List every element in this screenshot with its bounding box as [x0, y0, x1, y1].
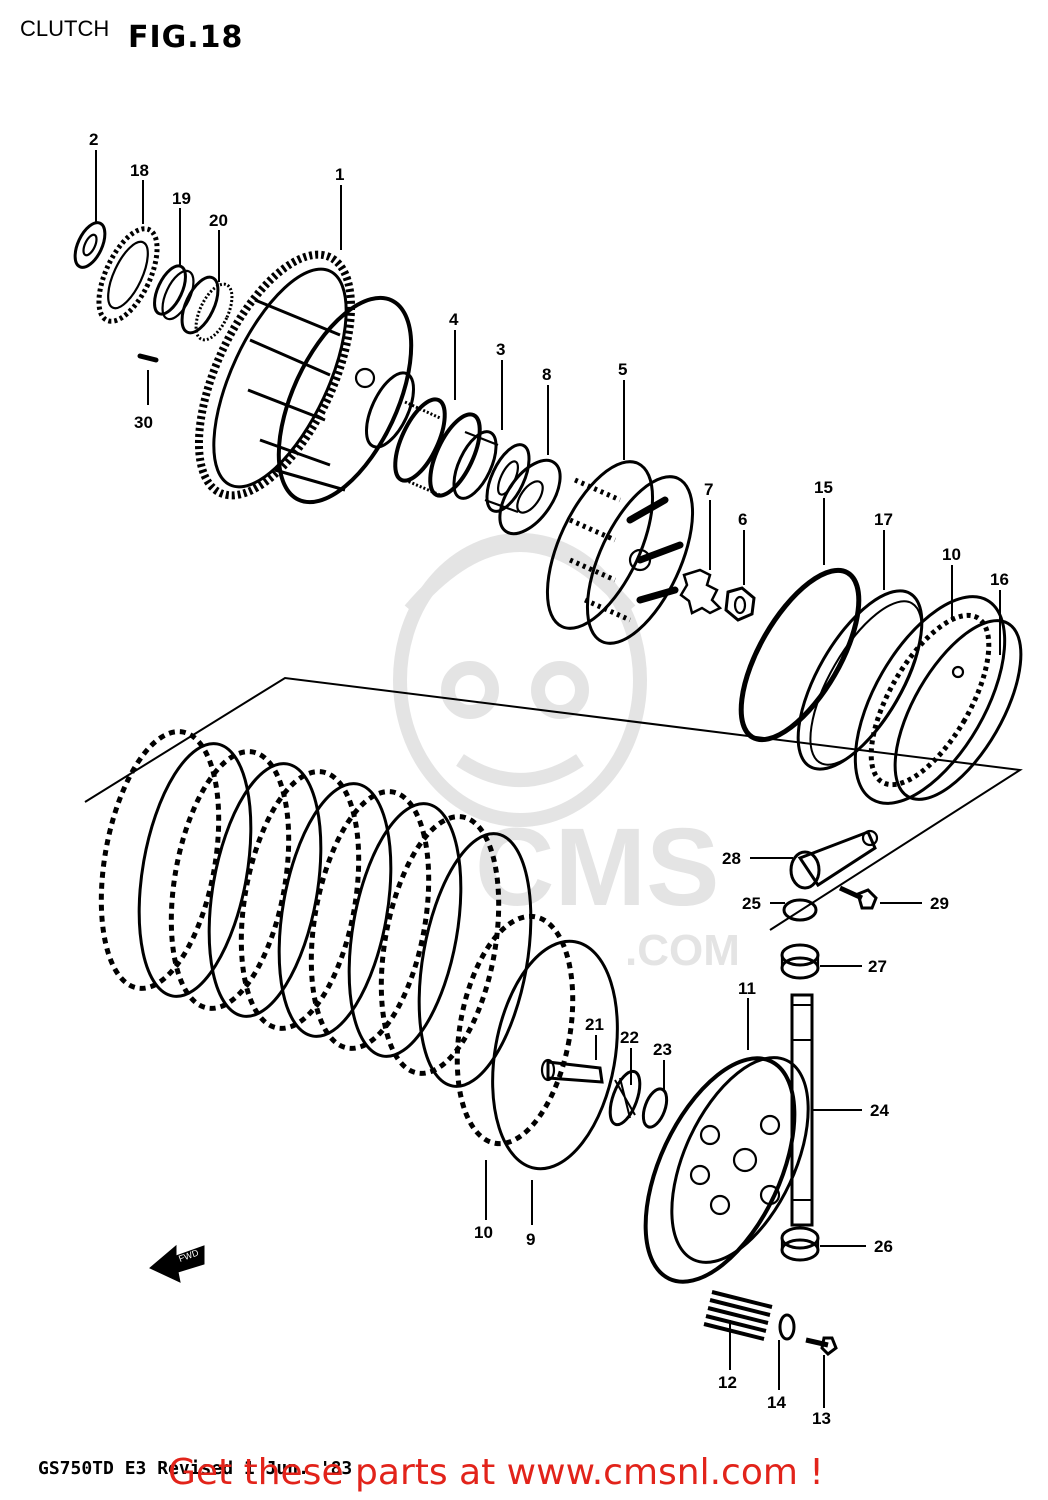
callout-14: 14: [767, 1393, 786, 1412]
part-25-bush: [782, 898, 818, 922]
callout-10-bottom: 10: [474, 1223, 493, 1242]
callout-1: 1: [335, 165, 344, 184]
callout-21: 21: [585, 1015, 604, 1034]
callout-11: 11: [738, 979, 756, 998]
parts-link-banner[interactable]: Get these parts at www.cmsnl.com !: [168, 1452, 824, 1493]
callout-22: 22: [620, 1028, 639, 1047]
callout-29: 29: [930, 894, 949, 913]
part-20-needle-bearing: [180, 275, 234, 342]
part-27-oil-seal: [780, 943, 820, 980]
part-11-pressure-plate: [643, 1056, 810, 1284]
part-26-oil-seal: [780, 1226, 820, 1262]
callout-10-top: 10: [942, 545, 961, 564]
part-28-release-arm: [789, 829, 879, 890]
part-4-needle-bearing: [393, 397, 482, 498]
part-6-nut: [724, 586, 756, 622]
callout-6: 6: [738, 510, 747, 529]
callout-13: 13: [812, 1409, 831, 1428]
part-16-judder-spring: [893, 619, 1023, 801]
callout-30: 30: [134, 413, 153, 432]
callout-17: 17: [874, 510, 893, 529]
callout-12: 12: [718, 1373, 737, 1392]
part-19-spacer: [153, 264, 195, 321]
callout-24: 24: [870, 1101, 889, 1120]
callout-23: 23: [653, 1040, 672, 1059]
leader-lines: [95, 150, 1001, 1408]
part-17-spring-seat: [796, 589, 924, 771]
callout-25: 25: [742, 894, 761, 913]
part-1-clutch-housing: [194, 250, 415, 505]
model-revision-note: GS750TD E3 Revised 1 Jun. '83: [38, 1458, 353, 1479]
part-23-thrust-washer: [641, 1087, 669, 1129]
callout-3: 3: [496, 340, 505, 359]
part-5-clutch-sleeve-hub: [545, 460, 695, 645]
figure-title: FIG.18: [128, 20, 244, 55]
watermark-text: CMS: [475, 806, 719, 929]
front-direction-arrow-icon: FWD: [149, 1244, 205, 1283]
callout-4: 4: [449, 310, 459, 329]
callout-28: 28: [722, 849, 741, 868]
part-7-lock-washer: [679, 568, 723, 615]
callout-18: 18: [130, 161, 149, 180]
callout-16: 16: [990, 570, 1009, 589]
callout-2: 2: [89, 130, 98, 149]
part-2-washer: [73, 221, 107, 269]
cms-watermark: CMS .COM: [393, 533, 740, 975]
part-22-thrust-bearing: [608, 1069, 642, 1127]
callout-9: 9: [526, 1230, 535, 1249]
part-12-clutch-spring: [703, 1290, 773, 1341]
plate-stack-boundary: [84, 676, 1023, 931]
callout-20: 20: [209, 211, 228, 230]
part-13-spring-bolt: [805, 1336, 838, 1356]
watermark-subtext: .COM: [625, 926, 740, 975]
part-8-thrust-washer: [498, 458, 562, 536]
part-21-push-piece: [540, 1058, 604, 1084]
callout-15: 15: [814, 478, 833, 497]
callout-8: 8: [542, 365, 551, 384]
part-30-pin: [137, 353, 159, 363]
callout-5: 5: [618, 360, 627, 379]
callout-26: 26: [874, 1237, 893, 1256]
clutch-plate-stack: [98, 729, 619, 1171]
part-29-bolt: [838, 885, 878, 910]
callout-27: 27: [868, 957, 887, 976]
part-14-washer: [778, 1313, 796, 1341]
callout-labels: 2 18 19 20 30 1 4 3 8 5 7 6 15 17 10 16 …: [89, 130, 1009, 1428]
part-10-driven-plate-top: [853, 595, 1007, 805]
callout-7: 7: [704, 480, 713, 499]
part-18-primary-sprocket: [96, 226, 160, 324]
section-title: CLUTCH: [20, 16, 110, 41]
callout-19: 19: [172, 189, 191, 208]
